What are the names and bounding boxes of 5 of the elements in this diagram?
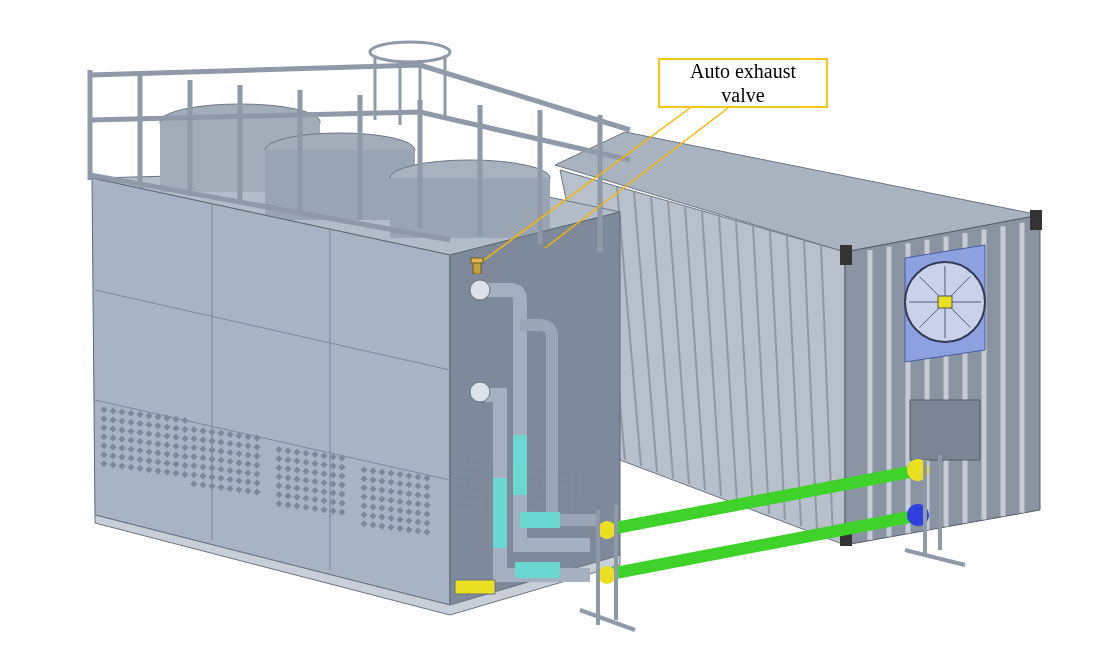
callout-box [658, 58, 828, 108]
valve-icon [470, 256, 484, 274]
callout-label: Auto exhaust valve [688, 59, 798, 107]
leader-line [483, 107, 691, 261]
leader-line [544, 107, 729, 249]
